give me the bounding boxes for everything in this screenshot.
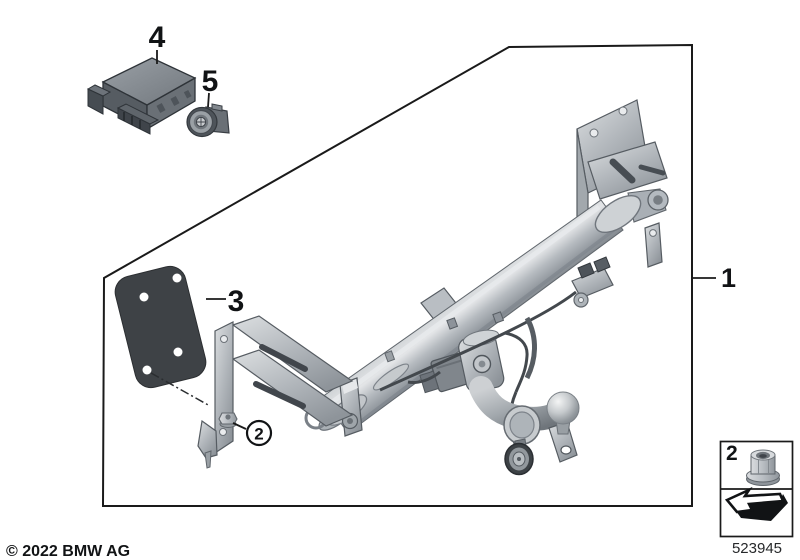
part-gasket (114, 265, 207, 389)
callouts: 4 5 3 1 2 (149, 21, 736, 447)
callout-4[interactable]: 4 (149, 21, 166, 54)
copyright-notice: © 2022 BMW AG (6, 543, 130, 560)
part-towbar-assembly (197, 99, 669, 476)
callout-1[interactable]: 1 (721, 263, 736, 293)
callout-5[interactable]: 5 (202, 65, 219, 98)
assembly-boundary-box (101, 43, 693, 507)
svg-text:2: 2 (254, 425, 263, 444)
flange-nut-icon (746, 449, 780, 486)
harness-bracket (571, 256, 614, 308)
assembly-axis-line (150, 372, 211, 407)
direction-arrow-icon (724, 486, 788, 521)
legend-box: 2 (719, 440, 794, 538)
right-gusset (587, 141, 669, 234)
legend-item-number[interactable]: 2 (726, 442, 738, 465)
part-control-module (86, 57, 197, 135)
ball-hitch (469, 376, 580, 476)
part-socket (186, 103, 230, 138)
callout-2[interactable]: 2 (232, 419, 273, 447)
left-mount-bracket (197, 315, 363, 469)
callout-3[interactable]: 3 (228, 285, 245, 318)
drawing-number: 523945 (732, 540, 782, 557)
flange-nut-on-bracket (218, 412, 238, 428)
